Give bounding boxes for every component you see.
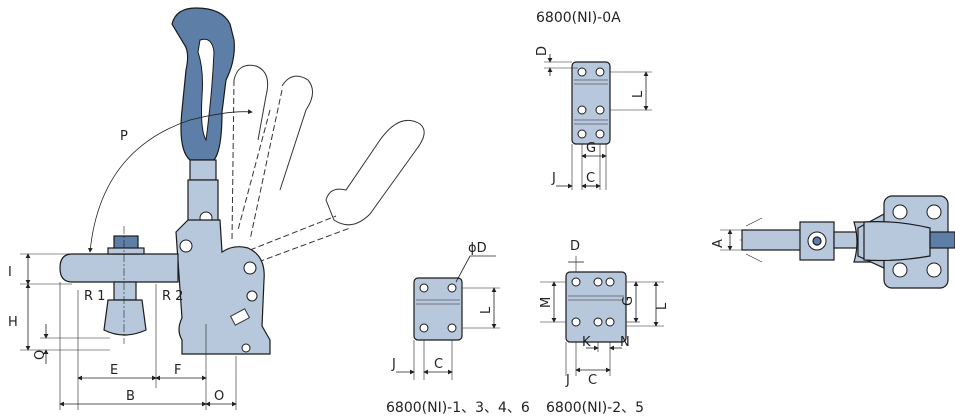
- label-phid: ϕD: [468, 241, 487, 256]
- label-c-top: C: [586, 171, 595, 186]
- ghost-handles: [231, 64, 425, 266]
- label-m: M: [539, 297, 554, 308]
- label-l-1346: L: [479, 306, 494, 314]
- side-view: P I H Q R 1 R 2 E F B O: [8, 7, 425, 410]
- label-d-25: D: [570, 239, 580, 254]
- label-o: O: [214, 389, 224, 404]
- label-c-1346: C: [434, 357, 443, 372]
- caption-plate-1346: 6800(NI)-1、3、4、6: [386, 400, 530, 416]
- label-b: B: [126, 389, 135, 404]
- label-j-1346: J: [391, 357, 396, 372]
- label-j-25: J: [565, 373, 570, 388]
- label-a: A: [711, 239, 726, 248]
- label-j-top: J: [551, 171, 556, 186]
- label-n: N: [620, 335, 630, 350]
- label-g-top: G: [586, 141, 596, 156]
- plate-1346: ϕD L C J 6800(NI)-1、3、4、6: [386, 241, 530, 416]
- label-k: K: [582, 335, 591, 350]
- label-f: F: [174, 363, 181, 378]
- label-l-25: L: [655, 302, 670, 310]
- label-r2: R 2: [162, 289, 183, 304]
- clamp-bar: [59, 253, 179, 283]
- clamp-base: [175, 219, 271, 355]
- label-c-25: C: [588, 373, 597, 388]
- caption-top-plate: 6800(NI)-0A: [536, 10, 621, 26]
- plate-25: D M G L K N C J 6800(NI)-2、5: [539, 239, 670, 416]
- label-i: I: [8, 265, 12, 280]
- spindle-pad: [103, 299, 147, 336]
- label-q: Q: [33, 350, 48, 360]
- label-h: H: [8, 315, 18, 330]
- label-p: P: [120, 129, 128, 144]
- label-e: E: [110, 363, 118, 378]
- top-view: A: [711, 195, 955, 289]
- plate-0a: 6800(NI)-0A D L G C J: [535, 10, 652, 190]
- label-d-top: D: [535, 46, 550, 56]
- label-r1: R 1: [84, 289, 105, 304]
- label-l-top: L: [631, 90, 646, 98]
- caption-plate-25: 6800(NI)-2、5: [546, 400, 644, 416]
- label-g-25: G: [621, 296, 636, 306]
